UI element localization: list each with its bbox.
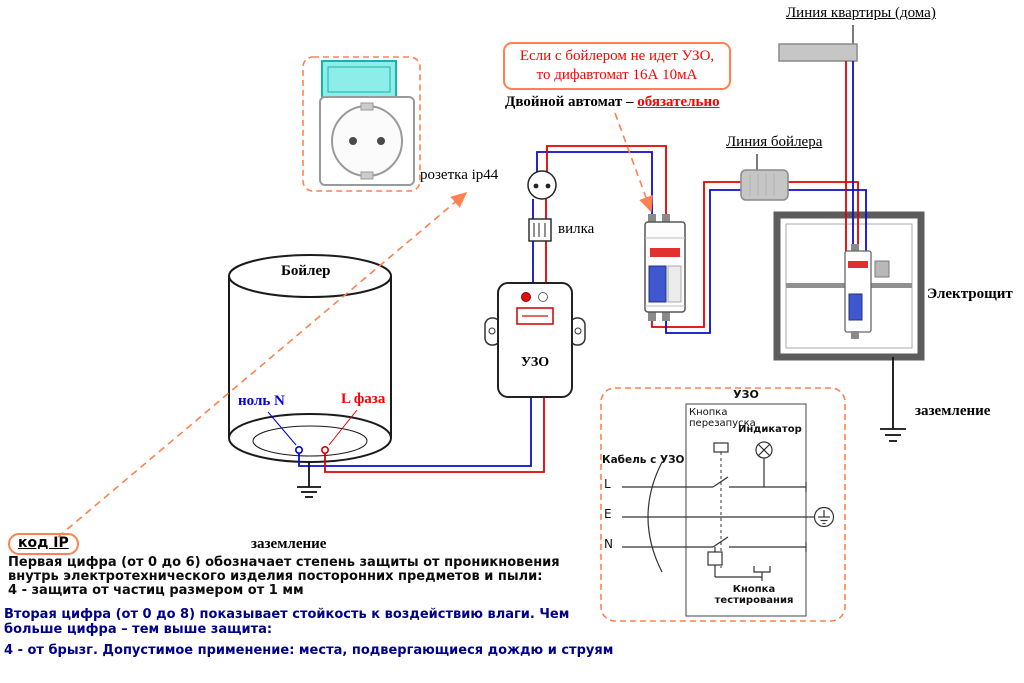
apartment-line-cable — [778, 25, 858, 62]
terminal-L: L — [604, 477, 611, 491]
neutral-label: ноль N — [238, 393, 285, 409]
plug-face — [527, 170, 557, 200]
plug-symbol — [528, 218, 552, 242]
double-breaker-highlight: обязательно — [637, 94, 720, 110]
ip-note-line-4: Вторая цифра (от 0 до 8) показывает стой… — [4, 607, 570, 622]
boiler-drawing — [228, 254, 392, 463]
ground-label-boiler: заземление — [251, 536, 327, 552]
ground-symbols — [297, 357, 906, 498]
socket-dashed-frame — [302, 56, 421, 192]
uzo-indicator-red — [521, 292, 531, 302]
panel-ground-symbol — [880, 357, 906, 442]
cable-brace — [647, 461, 663, 573]
uzo-schematic-title: УЗО — [733, 388, 759, 401]
wire-neutral-breaker-panel — [665, 189, 867, 334]
ground-clip-top — [360, 102, 374, 111]
cable-label: Кабель с УЗО — [602, 454, 685, 466]
wire-phase-breaker-panel — [651, 181, 859, 328]
panel-label: Электрощит — [927, 286, 1013, 302]
test-button-label: Кнопка тестирования — [714, 584, 794, 606]
panel-breaker — [844, 244, 890, 339]
socket-hole-left — [349, 137, 357, 145]
neutral-terminal — [294, 445, 303, 454]
difavtomat-breaker — [644, 214, 686, 321]
phase-label: L фаза — [341, 391, 386, 407]
wire-neutral-boiler-uzo — [298, 397, 532, 467]
double-breaker-arrow — [614, 112, 653, 213]
terminal-E: E — [604, 507, 612, 521]
reset-button-label: Кнопка перезапуска — [689, 407, 756, 429]
double-breaker-label: Двойной автомат – обязательно — [505, 94, 720, 111]
ground-clip-bottom — [360, 171, 374, 180]
test-resistor — [707, 551, 723, 566]
boiler-line-cable — [740, 154, 789, 201]
reset-button-symbol — [713, 442, 729, 453]
boiler-terminals — [267, 409, 358, 454]
wire-neutral-plug-breaker — [536, 151, 653, 222]
ip-note-line-2: внутрь электротехнического изделия посто… — [8, 569, 543, 584]
ip-code-tag: код IP — [8, 533, 79, 555]
ip-note-line-5: больше цифра – тем выше защита: — [4, 622, 273, 637]
boiler-ground-symbol — [297, 462, 321, 498]
panel-side-block — [874, 260, 890, 278]
socket-hole-right — [377, 137, 385, 145]
uzo-device — [484, 282, 586, 398]
ip-note-line-6: 4 - от брызг. Допустимое применение: мес… — [4, 643, 614, 658]
phase-terminal — [320, 445, 329, 454]
schematic-body — [685, 403, 807, 617]
socket-face — [331, 105, 403, 177]
callout-box: Если с бойлером не идет УЗО, то дифавтом… — [503, 42, 731, 90]
breaker-toggle-blue — [648, 265, 667, 303]
uzo-device-label: УЗО — [520, 355, 550, 370]
boiler-line-label: Линия бойлера — [726, 134, 823, 150]
indicator-label: Индикатор — [738, 424, 802, 435]
ground-label-panel: заземление — [915, 403, 991, 419]
schematic-dashed-frame — [600, 387, 846, 622]
ip-code-arrow — [57, 191, 468, 538]
socket-label: розетка ip44 — [420, 167, 499, 183]
ip-note-line-3: 4 - защита от частиц размером от 1 мм — [8, 583, 304, 598]
terminal-N: N — [604, 537, 613, 551]
callout-line-1: Если с бойлером не идет УЗО, — [519, 48, 715, 64]
wires — [298, 61, 867, 473]
double-breaker-prefix: Двойной автомат – — [505, 94, 638, 110]
wire-phase-plug-breaker — [546, 145, 667, 222]
uzo-schematic — [600, 387, 846, 622]
apartment-line-label: Линия квартиры (дома) — [786, 5, 936, 21]
boiler-title: Бойлер — [281, 263, 331, 279]
plug-label: вилка — [558, 221, 595, 237]
uzo-body — [497, 282, 573, 398]
ip-note-line-1: Первая цифра (от 0 до 6) обозначает степ… — [8, 555, 560, 570]
socket-assembly — [302, 56, 421, 192]
uzo-indicator-white — [538, 292, 548, 302]
wire-phase-boiler-uzo — [324, 397, 545, 473]
callout-line-2: то дифавтомат 16А 10мА — [536, 67, 698, 83]
